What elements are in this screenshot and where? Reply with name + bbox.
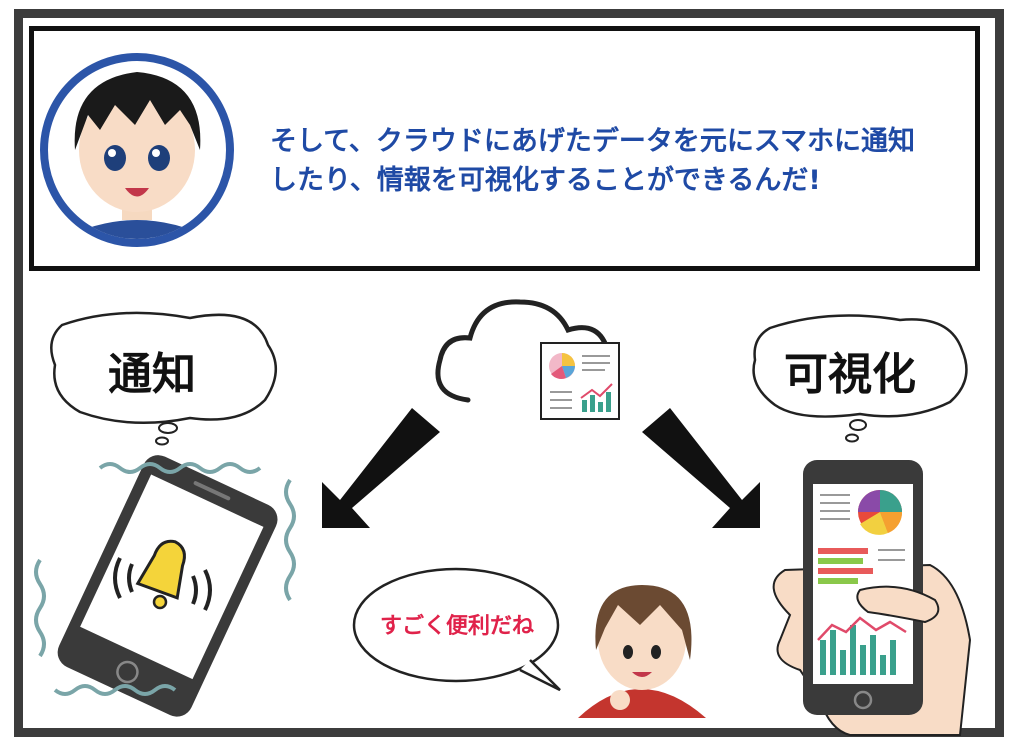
girl-speech-bubble: [352, 567, 561, 692]
notification-bubble: [50, 311, 277, 446]
visualization-phone: [772, 460, 972, 736]
narration-line-1: そして、クラウドにあげたデータを元にスマホに通知: [270, 126, 916, 157]
narration-line-2: したり、情報を可視化することができるんだ!: [270, 165, 821, 196]
visualization-label: 可視化: [784, 349, 916, 400]
vibrating-phone: [34, 455, 296, 717]
boy-avatar: [40, 53, 234, 247]
arrow-to-notification-icon: [322, 408, 440, 528]
bell-icon: [113, 539, 212, 611]
narration-text: そして、クラウドにあげたデータを元にスマホに通知 したり、情報を可視化することが…: [270, 122, 960, 200]
arrow-to-visualization-icon: [642, 408, 760, 528]
visualization-bubble: [752, 314, 968, 443]
report-document-icon: [540, 342, 620, 420]
notification-label: 通知: [108, 349, 196, 400]
girl-speech-text: すごく便利だね: [380, 614, 535, 639]
girl-character: [578, 585, 706, 718]
